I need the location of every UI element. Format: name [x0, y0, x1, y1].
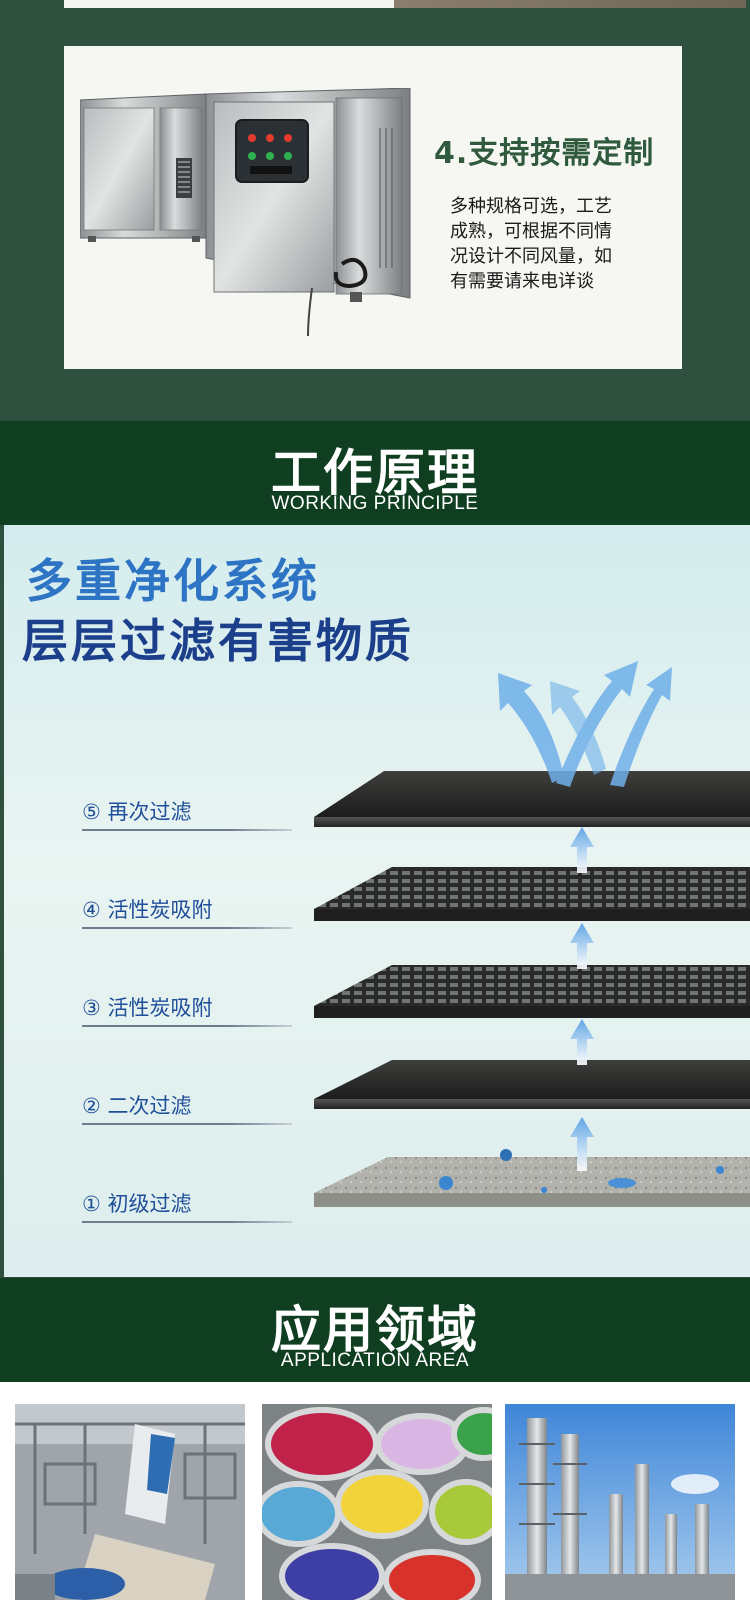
application-image-chemical-plant[interactable] [505, 1404, 735, 1600]
layer-label-underline [82, 829, 292, 831]
principle-headline-2: 层层过滤有害物质 [22, 614, 414, 668]
working-principle-subtitle: WORKING PRINCIPLE [271, 493, 479, 514]
application-subtitle: APPLICATION AREA [280, 1350, 470, 1371]
layer-label-underline [82, 1123, 292, 1125]
feature-description-line: 多种规格可选，工艺 [450, 196, 612, 217]
working-principle-diagram: 多重净化系统 层层过滤有害物质 [4, 525, 750, 1277]
layer-5-filter [314, 771, 750, 827]
application-title: 应用领域 [271, 1301, 479, 1359]
feature-description-line: 有需要请来电详谈 [450, 271, 594, 292]
application-image-aircraft[interactable] [15, 1404, 245, 1600]
layer-2-filter [314, 1060, 750, 1109]
previous-card-image-edge [394, 0, 746, 8]
airflow-arrows [570, 827, 594, 1171]
layer-label-underline [82, 1221, 292, 1223]
working-principle-header: 工作原理 WORKING PRINCIPLE [0, 421, 750, 525]
clean-air-arrows [498, 661, 672, 787]
layer-label-5: ⑤ 再次过滤 [82, 800, 192, 824]
layer-label-2: ② 二次过滤 [82, 1094, 192, 1118]
feature-description-line: 成熟，可根据不同情 [450, 221, 612, 242]
layer-1-primary-filter [314, 1149, 750, 1207]
feature-section: 4.支持按需定制 多种规格可选，工艺 成熟，可根据不同情 况设计不同风量，如 有… [0, 0, 750, 421]
previous-card-edge [64, 0, 746, 8]
principle-headline-1: 多重净化系统 [26, 554, 320, 608]
application-gallery [0, 1382, 750, 1600]
layer-3-carbon-grid [314, 965, 750, 1018]
application-image-paint-cans[interactable] [262, 1404, 492, 1600]
purifier-machine-image [80, 88, 411, 337]
feature-description-line: 况设计不同风量，如 [450, 246, 612, 267]
layer-label-1: ① 初级过滤 [82, 1192, 192, 1216]
layer-label-underline [82, 927, 292, 929]
feature-card: 4.支持按需定制 多种规格可选，工艺 成熟，可根据不同情 况设计不同风量，如 有… [64, 46, 682, 369]
working-principle-title: 工作原理 [271, 444, 479, 502]
layer-4-carbon-grid [314, 867, 750, 921]
layer-label-3: ③ 活性炭吸附 [82, 996, 213, 1020]
feature-description: 多种规格可选，工艺 成熟，可根据不同情 况设计不同风量，如 有需要请来电详谈 [450, 194, 650, 294]
feature-title: 4.支持按需定制 [434, 136, 655, 171]
filter-layers-illustration [314, 661, 750, 1207]
layer-label-underline [82, 1025, 292, 1027]
application-header: 应用领域 APPLICATION AREA [0, 1278, 750, 1382]
layer-label-4: ④ 活性炭吸附 [82, 898, 213, 922]
